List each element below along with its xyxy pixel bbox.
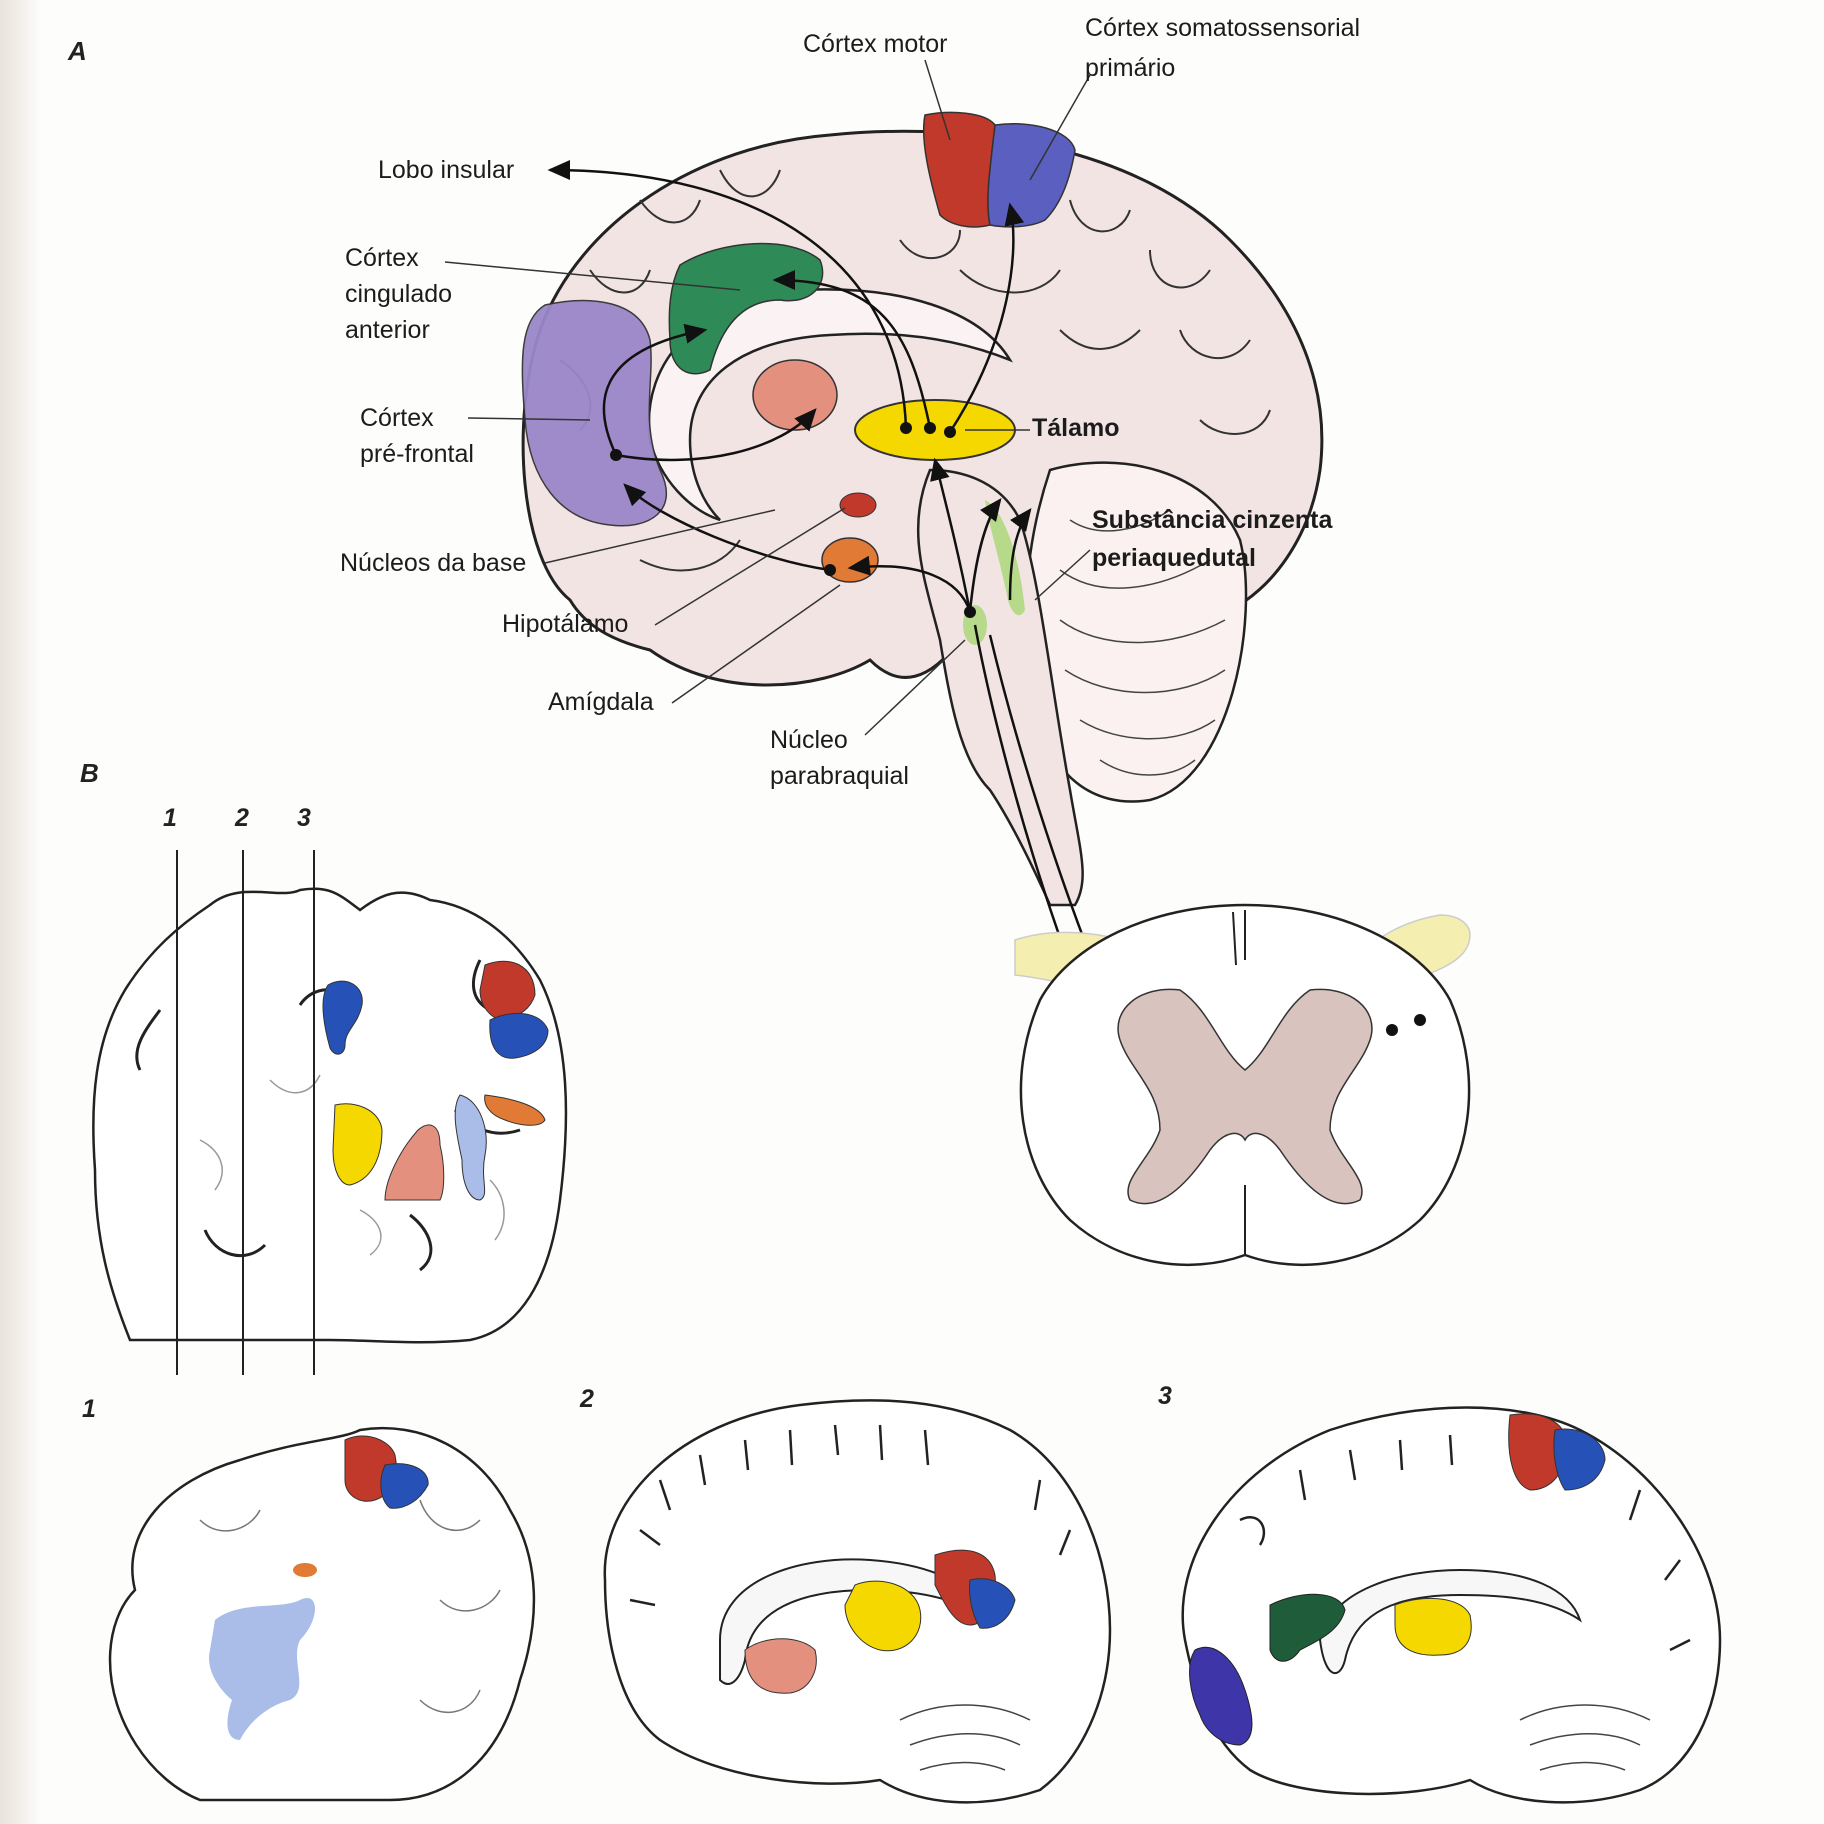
coronal-thalamus xyxy=(332,1103,383,1186)
leader-lines xyxy=(444,59,1091,736)
sub-panel-2-label: 2 xyxy=(580,1385,594,1413)
coronal-somatosensory xyxy=(322,980,363,1055)
label-acc-line3: anterior xyxy=(345,316,430,344)
coronal-insula xyxy=(454,1094,487,1201)
hypothalamus-region xyxy=(839,492,877,518)
periaqueductal-gray-region xyxy=(985,500,1025,616)
label-pfc-line2: pré-frontal xyxy=(360,440,474,468)
sagittal-slice-1 xyxy=(108,1426,536,1802)
dorsal-horn-dots xyxy=(1386,1014,1426,1036)
sub-panel-1-label: 1 xyxy=(82,1395,96,1423)
brainstem xyxy=(916,468,1084,907)
sub-panel-3-label: 3 xyxy=(1158,1382,1172,1410)
prefrontal-cortex-region xyxy=(521,299,667,527)
coronal-somatosensory-right xyxy=(489,1012,549,1059)
slice-lines xyxy=(176,850,315,1375)
label-basal-ganglia: Núcleos da base xyxy=(340,549,527,577)
basal-ganglia-region xyxy=(752,359,838,431)
label-acc-line2: cingulado xyxy=(345,280,453,308)
label-insular-lobe: Lobo insular xyxy=(378,156,515,184)
label-motor-cortex: Córtex motor xyxy=(803,30,948,58)
dorsal-median-sulcus xyxy=(1232,910,1246,966)
slice-number-3: 3 xyxy=(297,804,311,832)
label-hypothalamus: Hipotálamo xyxy=(502,610,629,638)
coronal-amygdala xyxy=(484,1094,546,1126)
page-edge-shadow xyxy=(0,0,40,1824)
coronal-motor xyxy=(479,960,536,1021)
label-parabrachial-line1: Núcleo xyxy=(770,726,848,754)
label-pag-line2: periaquedutal xyxy=(1092,544,1256,572)
coronal-brain-view xyxy=(92,850,568,1375)
label-somatosensory-line2: primário xyxy=(1085,54,1176,82)
label-parabrachial-line2: parabraquial xyxy=(770,762,909,790)
label-amygdala: Amígdala xyxy=(548,688,654,716)
spinal-gray-matter xyxy=(1117,988,1373,1205)
label-pfc-line1: Córtex xyxy=(360,404,434,432)
spinal-cord-section xyxy=(1014,903,1471,1267)
sagittal-slice-3 xyxy=(1181,1406,1722,1804)
label-thalamus: Tálamo xyxy=(1032,414,1120,442)
coronal-texture xyxy=(199,1074,505,1256)
label-pag-line1: Substância cinzenta xyxy=(1092,506,1333,534)
panel-label-a: A xyxy=(68,36,87,66)
medial-brain-view xyxy=(444,59,1421,1111)
label-somatosensory-line1: Córtex somatossensorial xyxy=(1085,14,1361,42)
sagittal-slice-2 xyxy=(603,1399,1112,1804)
slice-number-1: 1 xyxy=(163,804,177,832)
coronal-outline xyxy=(92,887,568,1344)
coronal-basal-ganglia xyxy=(384,1124,445,1201)
pathway-arrows xyxy=(547,160,1032,613)
label-acc-line1: Córtex xyxy=(345,244,419,272)
somatosensory-cortex-region xyxy=(987,123,1076,228)
panel-label-b: B xyxy=(80,758,99,788)
slice-number-2: 2 xyxy=(235,804,249,832)
cerebellum-folia xyxy=(1059,509,1226,776)
